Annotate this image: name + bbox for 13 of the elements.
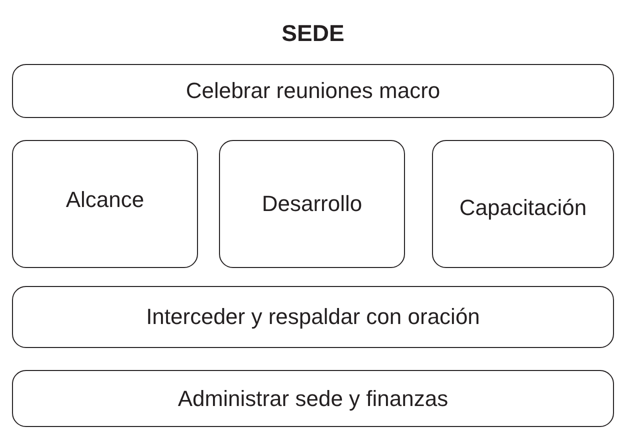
- rounded-box: [12, 370, 614, 427]
- box-label: Interceder y respaldar con oración: [145, 303, 481, 331]
- diagram-title: SEDE: [282, 19, 344, 48]
- rounded-box: [12, 64, 614, 118]
- box-label: Desarrollo: [260, 190, 364, 218]
- rounded-box: [219, 140, 405, 268]
- box-label: Celebrar reuniones macro: [184, 77, 442, 105]
- box-label: Administrar sede y finanzas: [176, 384, 450, 412]
- rounded-box: [12, 286, 614, 348]
- box-label: Alcance: [64, 186, 146, 214]
- rounded-box: [432, 140, 614, 268]
- box-label: Capacitación: [458, 194, 588, 222]
- rounded-box: [12, 140, 198, 268]
